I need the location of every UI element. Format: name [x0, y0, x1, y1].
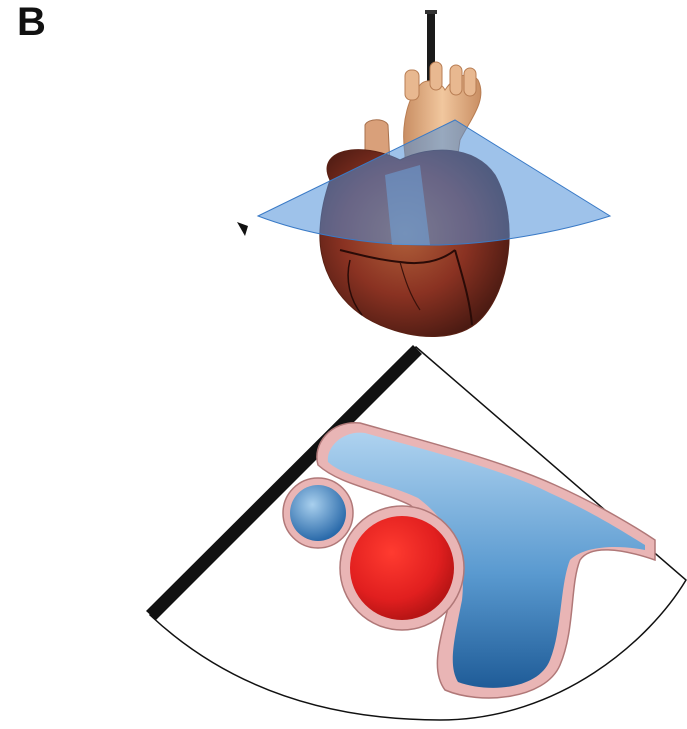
ultrasound-sector	[146, 345, 686, 720]
marker-arrowhead	[237, 222, 248, 236]
scan-plane	[258, 120, 610, 245]
